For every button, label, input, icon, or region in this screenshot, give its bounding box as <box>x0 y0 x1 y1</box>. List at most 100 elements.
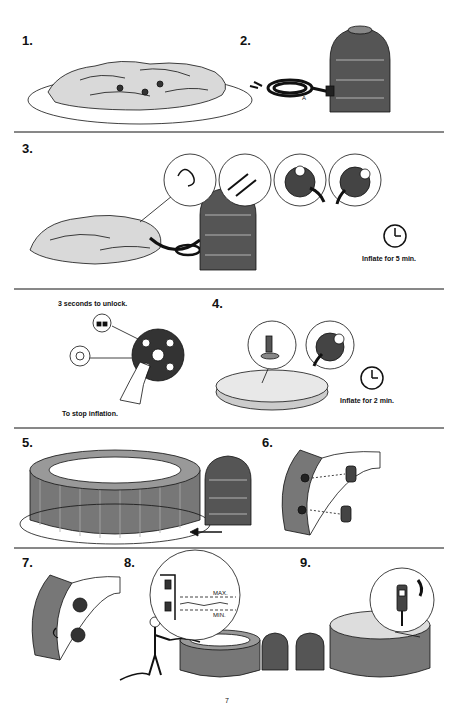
buckle-lock <box>399 590 405 596</box>
leader-line <box>140 196 172 222</box>
button <box>152 349 164 361</box>
hose-connector <box>228 174 256 196</box>
finger <box>314 354 322 366</box>
tub-opening <box>49 457 181 483</box>
divider <box>14 548 444 549</box>
instruction-note: 3 seconds to unlock. <box>58 300 127 307</box>
zoom-water-level <box>150 550 240 640</box>
lock-symbol <box>97 322 101 326</box>
hose-fittings <box>250 82 262 88</box>
cover-step <box>296 568 434 677</box>
lock-symbol <box>103 322 107 326</box>
pump-ribs <box>205 215 251 255</box>
step-number: 6. <box>262 436 273 449</box>
zoom-power <box>274 154 326 206</box>
filter-cap <box>341 506 351 522</box>
fabric-folds <box>80 69 208 96</box>
step-number: 2. <box>240 34 251 47</box>
pump-body <box>330 28 390 112</box>
strap <box>401 611 403 626</box>
arrow-line <box>196 531 222 533</box>
inflate-symbol <box>76 352 84 360</box>
control-step <box>70 314 184 404</box>
tub-with-pump <box>20 450 251 544</box>
water-hose <box>120 673 150 680</box>
pump-ribs <box>209 480 247 514</box>
water-surface <box>180 603 228 606</box>
pump-ribs <box>336 60 384 98</box>
page-number: 7 <box>225 697 229 704</box>
inflate-button <box>334 334 344 344</box>
rotation-arrow <box>53 628 58 638</box>
pump-body <box>296 633 324 670</box>
zoom-valve <box>164 154 216 206</box>
finger <box>418 580 422 596</box>
clock-icon <box>384 225 406 247</box>
step-number: 3. <box>22 142 33 155</box>
tub-fabric <box>48 61 226 110</box>
zoom-hose <box>219 154 271 206</box>
tub-rim <box>30 450 200 490</box>
zoom-lid-valve <box>248 321 296 369</box>
hose-coil <box>268 80 312 96</box>
step-number: 8. <box>124 556 135 569</box>
step-number: 5. <box>22 436 33 449</box>
finger <box>310 188 324 202</box>
filter-cartridge <box>71 628 85 642</box>
inflate-icon <box>70 346 90 366</box>
valve <box>117 85 123 91</box>
hose-coil <box>176 245 200 255</box>
divider <box>14 428 444 429</box>
hose-connector <box>266 336 272 352</box>
tub-inner <box>60 577 120 660</box>
lid-valve <box>261 353 279 359</box>
leader-line <box>112 326 140 340</box>
instruction-note: Inflate for 2 min. <box>340 397 394 404</box>
inflate-button <box>360 169 370 179</box>
max-line <box>180 597 236 598</box>
instruction-note: To stop inflation. <box>62 410 118 417</box>
pump-body <box>262 633 288 670</box>
divider <box>14 289 444 290</box>
guide-line <box>310 474 345 514</box>
instruction-note: Inflate for 5 min. <box>362 255 416 262</box>
clock-hands <box>372 370 378 378</box>
fitting <box>165 580 171 589</box>
leader-line <box>262 369 268 383</box>
panel-dividers <box>14 132 444 548</box>
inflation-step <box>30 154 406 270</box>
lid-inflation <box>216 321 383 410</box>
ground-sheet <box>20 504 210 544</box>
clock-icon <box>361 367 383 389</box>
hose <box>150 238 200 250</box>
tub-wall-section <box>32 575 72 660</box>
part-letter: A <box>302 95 306 101</box>
min-line <box>180 610 236 611</box>
pump-body <box>205 456 251 525</box>
hose-and-pump <box>250 26 390 112</box>
level-mark: MAX. <box>213 590 228 596</box>
button <box>166 339 174 347</box>
step-number: 9. <box>300 556 311 569</box>
lid-top <box>216 370 328 402</box>
fabric-folds <box>50 234 150 250</box>
tub-wall-detail <box>160 575 175 620</box>
valve-cap <box>178 169 194 186</box>
hose-coil <box>274 83 306 93</box>
level-mark: MIN. <box>213 612 226 618</box>
port <box>298 506 306 514</box>
filling-step <box>120 550 288 680</box>
tub-wall-section <box>282 450 322 535</box>
arrow-head <box>190 528 198 536</box>
control-panel <box>285 167 315 197</box>
hand <box>120 362 150 404</box>
filter-cap <box>346 466 356 482</box>
tub-inner <box>310 452 380 535</box>
filter-step <box>32 575 120 660</box>
divider <box>14 132 444 133</box>
port <box>301 474 309 482</box>
pump-top <box>348 26 372 34</box>
clock-hands <box>395 228 401 236</box>
step-number: 7. <box>22 556 33 569</box>
